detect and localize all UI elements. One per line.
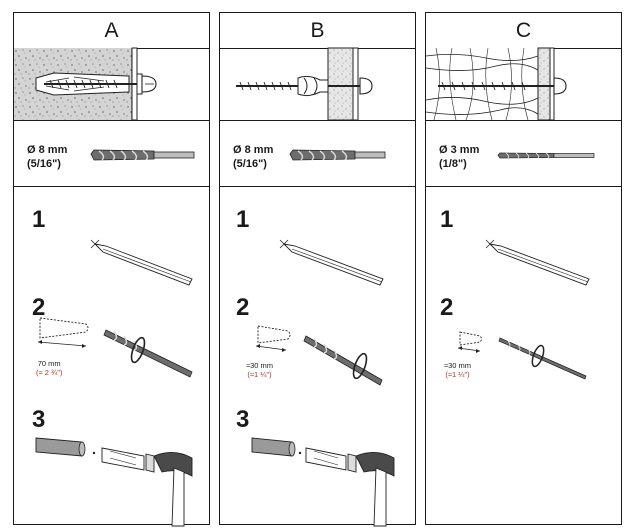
step-number: 2 [236, 294, 250, 321]
step-number: 2 [440, 294, 454, 321]
wood-wall-illustration [425, 47, 621, 121]
anchor-in-concrete-icon [14, 47, 157, 121]
depth-imperial: (≈1 ¼") [247, 370, 272, 379]
drill-diameter: Ø 3 mm [439, 144, 480, 156]
hammer-anchor-icon [35, 437, 193, 527]
drill-bit-section: Ø 8 mm (5/16") [220, 120, 415, 187]
drill-depth-icon [255, 325, 383, 386]
drill-bit-icon [90, 149, 195, 161]
depth-imperial: (≈1 ¼") [445, 370, 470, 379]
drill-depth-icon [37, 317, 193, 378]
drill-diameter: Ø 8 mm [233, 144, 274, 156]
panel-b: B Ø 8 mm (5/16") 1 2 [219, 12, 416, 527]
depth-imperial: (≈ 2 ¾") [36, 368, 63, 377]
steps-section: 1 2 ≈30 mm (≈1 ¼") 3 [220, 186, 415, 527]
depth-metric: ≈30 mm [246, 361, 274, 370]
steps-section: 1 2 70 mm (≈ 2 ¾") 3 [14, 186, 209, 527]
panel-label: B [220, 13, 415, 49]
drill-bit-section: Ø 8 mm (5/16") [14, 120, 209, 187]
pencil-mark-icon [279, 239, 384, 286]
screw-in-wood-icon [425, 47, 567, 121]
drill-bit-section: Ø 3 mm (1/8") [426, 120, 621, 187]
step-number: 2 [32, 294, 46, 321]
depth-measurement: ≈30 mm (≈1 ¼") [444, 361, 471, 379]
drywall-illustration [220, 47, 415, 121]
steps-section: 1 2 ≈30 mm (≈1 ¼") [426, 186, 621, 524]
step-number: 1 [236, 206, 250, 233]
drill-diameter-imperial: (5/16") [27, 158, 61, 170]
step-number: 1 [440, 206, 454, 233]
anchor-in-drywall-icon [236, 47, 373, 121]
panel-label: C [426, 13, 621, 49]
drill-bit-icon [289, 149, 386, 161]
drill-bit-icon [497, 152, 595, 159]
panel-a: A Ø 8 mm (5/16") 1 [13, 12, 210, 527]
depth-metric: ≈30 mm [444, 361, 472, 370]
panel-c: C Ø 3 mm (1/8") 1 [425, 12, 622, 525]
hammer-anchor-icon [251, 437, 395, 527]
drill-diameter: Ø 8 mm [27, 144, 68, 156]
drill-diameter-imperial: (5/16") [233, 158, 267, 170]
pencil-mark-icon [90, 239, 193, 286]
step-number: 1 [32, 206, 46, 233]
depth-measurement: 70 mm (≈ 2 ¾") [36, 359, 62, 377]
drill-depth-icon [457, 331, 587, 380]
step-number: 3 [32, 406, 46, 433]
concrete-wall-illustration [14, 47, 209, 121]
pencil-mark-icon [485, 239, 590, 286]
depth-metric: 70 mm [37, 359, 61, 368]
panel-label: A [14, 13, 209, 49]
depth-measurement: ≈30 mm (≈1 ¼") [246, 361, 273, 379]
step-number: 3 [236, 406, 250, 433]
drill-diameter-imperial: (1/8") [439, 158, 467, 170]
